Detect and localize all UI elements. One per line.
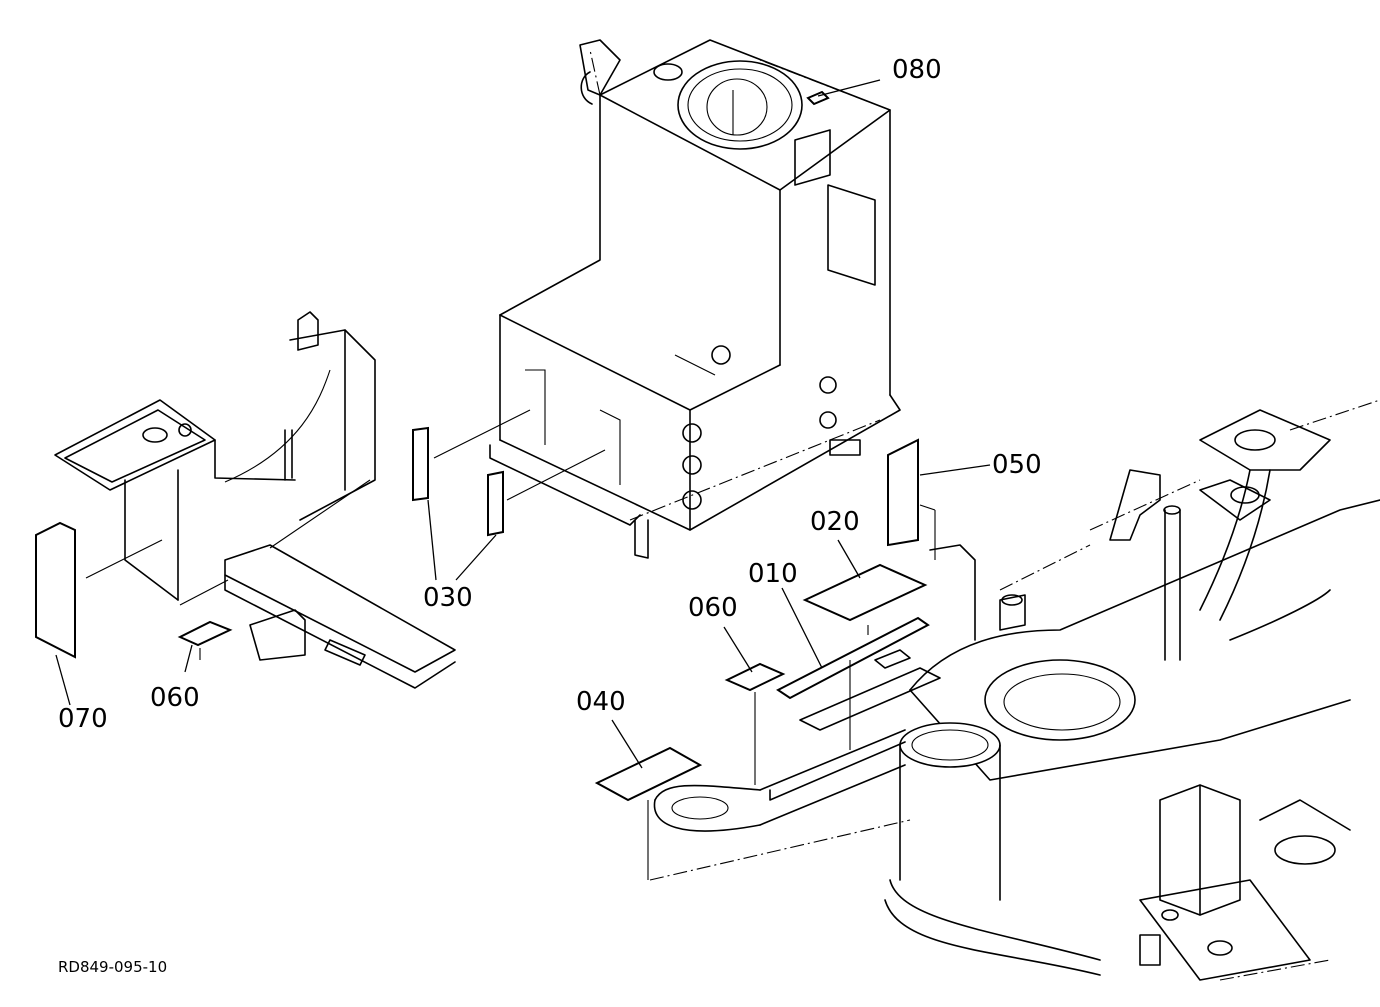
decal-030-a	[412, 426, 429, 502]
decal-020	[802, 563, 928, 622]
decal-070	[35, 521, 76, 659]
callout-080: 080	[892, 55, 942, 85]
callout-numbers: 080 050 020 010 060 060 040 030 070	[58, 55, 1042, 734]
callout-070: 070	[58, 704, 108, 734]
callout-060-left: 060	[150, 683, 200, 713]
callout-030: 030	[423, 583, 473, 613]
decal-010	[776, 616, 930, 700]
upper-frame	[589, 49, 1380, 981]
callout-060-right: 060	[688, 593, 738, 623]
callout-050: 050	[992, 450, 1042, 480]
callout-020: 020	[810, 507, 860, 537]
decal-pads	[35, 90, 930, 802]
reference-code: RD849-095-10	[58, 958, 167, 976]
decal-060-right	[724, 662, 786, 692]
left-bracket-assembly	[54, 311, 456, 689]
decal-030-b	[487, 470, 504, 537]
leader-lines	[55, 79, 991, 880]
decal-040	[594, 746, 703, 802]
decal-060-left	[177, 620, 233, 647]
callout-040: 040	[576, 687, 626, 717]
callout-010: 010	[748, 559, 798, 589]
decal-050	[887, 438, 919, 547]
hydraulic-tank	[489, 39, 901, 559]
